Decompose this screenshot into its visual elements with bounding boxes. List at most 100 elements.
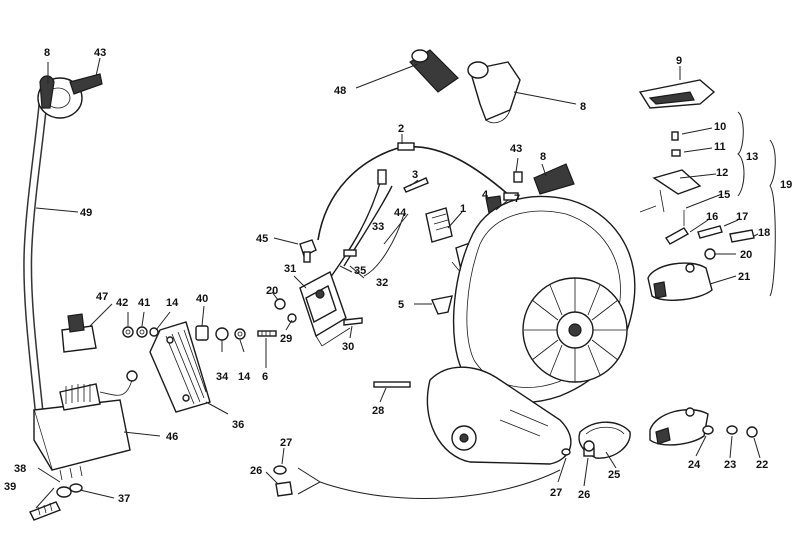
washers-parts-22-23-24	[702, 425, 758, 438]
label-11: 11	[714, 141, 726, 153]
label-22: 22	[756, 459, 768, 471]
rubber-sleeve-part-47	[61, 313, 97, 353]
cover-lower	[649, 407, 709, 446]
washer-part-27-right	[561, 448, 571, 456]
label-42: 42	[116, 297, 128, 309]
spark-plug-cap-part-8-mid	[533, 163, 575, 195]
label-30: 30	[342, 341, 354, 353]
label-10: 10	[714, 121, 726, 133]
label-20-right: 20	[740, 249, 752, 261]
lower-crankcase	[426, 366, 572, 465]
wiring-lead-part-2	[317, 142, 519, 241]
cover-part-21	[647, 262, 713, 301]
contact-assembly-part-12	[639, 169, 702, 213]
nut-part-11	[671, 149, 681, 157]
label-48: 48	[334, 85, 346, 97]
label-40: 40	[196, 293, 208, 305]
bracket-line	[297, 467, 561, 499]
label-31: 31	[284, 263, 296, 275]
label-14-left: 14	[166, 297, 179, 309]
label-21: 21	[738, 271, 750, 283]
cable-end-part-43-mid	[513, 171, 523, 183]
part-number-labels: 8 43 49 47 42 41 14 40 34 14 6 36 46 38 …	[4, 47, 792, 505]
label-38: 38	[14, 463, 26, 475]
spark-plug-cap-part-8-top	[467, 61, 521, 124]
label-49: 49	[80, 207, 92, 219]
spark-plug-cap-part-48	[409, 49, 459, 93]
plug-part-26-right	[583, 440, 595, 457]
label-8-top-right: 8	[580, 101, 586, 113]
label-14-right: 14	[238, 371, 251, 383]
condenser-part-1	[425, 207, 453, 243]
label-23: 23	[724, 459, 736, 471]
label-20-left: 20	[266, 285, 278, 297]
label-44: 44	[394, 207, 407, 219]
grommet-part-5	[431, 295, 453, 315]
nut-part-20-left	[274, 298, 286, 310]
label-9: 9	[676, 55, 682, 67]
regulator-part-31	[299, 270, 351, 347]
label-2: 2	[398, 123, 404, 135]
label-13: 13	[746, 151, 758, 163]
label-24: 24	[688, 459, 701, 471]
label-32: 32	[376, 277, 388, 289]
screw-washer-parts-37-38-39	[29, 483, 83, 521]
label-39: 39	[4, 481, 16, 493]
label-43-mid: 43	[510, 143, 522, 155]
label-5: 5	[398, 299, 404, 311]
label-36: 36	[232, 419, 244, 431]
label-16: 16	[706, 211, 718, 223]
contact-breaker-part-3	[403, 177, 429, 193]
screw-part-30	[343, 317, 363, 326]
screw-part-10	[671, 131, 679, 141]
label-19: 19	[780, 179, 792, 191]
label-43-top-left: 43	[94, 47, 106, 59]
label-26-right: 26	[578, 489, 590, 501]
nut-parts-14-34	[215, 327, 246, 341]
label-29: 29	[280, 333, 292, 345]
label-3: 3	[412, 169, 418, 181]
leader-lines	[35, 57, 776, 509]
label-34: 34	[216, 371, 229, 383]
spacer-part-40	[195, 325, 209, 341]
plug-part-26-left	[275, 481, 293, 497]
label-27-left: 27	[280, 437, 292, 449]
label-27-right: 27	[550, 487, 562, 499]
screw-part-6	[257, 330, 277, 337]
label-12: 12	[716, 167, 728, 179]
label-26-left: 26	[250, 465, 262, 477]
washer-part-27-left	[273, 465, 287, 475]
wiring-lead-part-33	[329, 169, 393, 279]
spring-part-17	[697, 225, 723, 239]
washer-part-29	[287, 313, 297, 323]
pin-part-16	[664, 227, 690, 245]
bracket-plate-part-36	[149, 321, 211, 413]
spark-plug-cap-part-8-left	[39, 75, 55, 109]
small-washers-parts-41-42	[122, 326, 159, 338]
label-6: 6	[262, 371, 268, 383]
label-35: 35	[354, 265, 366, 277]
label-18: 18	[758, 227, 770, 239]
label-4: 4	[482, 189, 489, 201]
label-1: 1	[460, 203, 466, 215]
label-17: 17	[736, 211, 748, 223]
label-41: 41	[138, 297, 150, 309]
label-8-mid: 8	[540, 151, 546, 163]
label-46: 46	[166, 431, 178, 443]
label-37: 37	[118, 493, 130, 505]
bolt-part-45	[299, 239, 317, 263]
label-25: 25	[608, 469, 620, 481]
stud-part-28	[373, 381, 411, 388]
label-45: 45	[256, 233, 268, 245]
ignition-coil-part-46	[33, 370, 138, 481]
label-7: 7	[514, 193, 520, 205]
label-47: 47	[96, 291, 108, 303]
flywheel-fan	[522, 277, 628, 383]
nut-part-20-right	[704, 248, 716, 260]
ht-cable-part-49	[23, 91, 49, 421]
bolt-part-18	[729, 229, 755, 243]
label-15: 15	[718, 189, 730, 201]
label-33: 33	[372, 221, 384, 233]
